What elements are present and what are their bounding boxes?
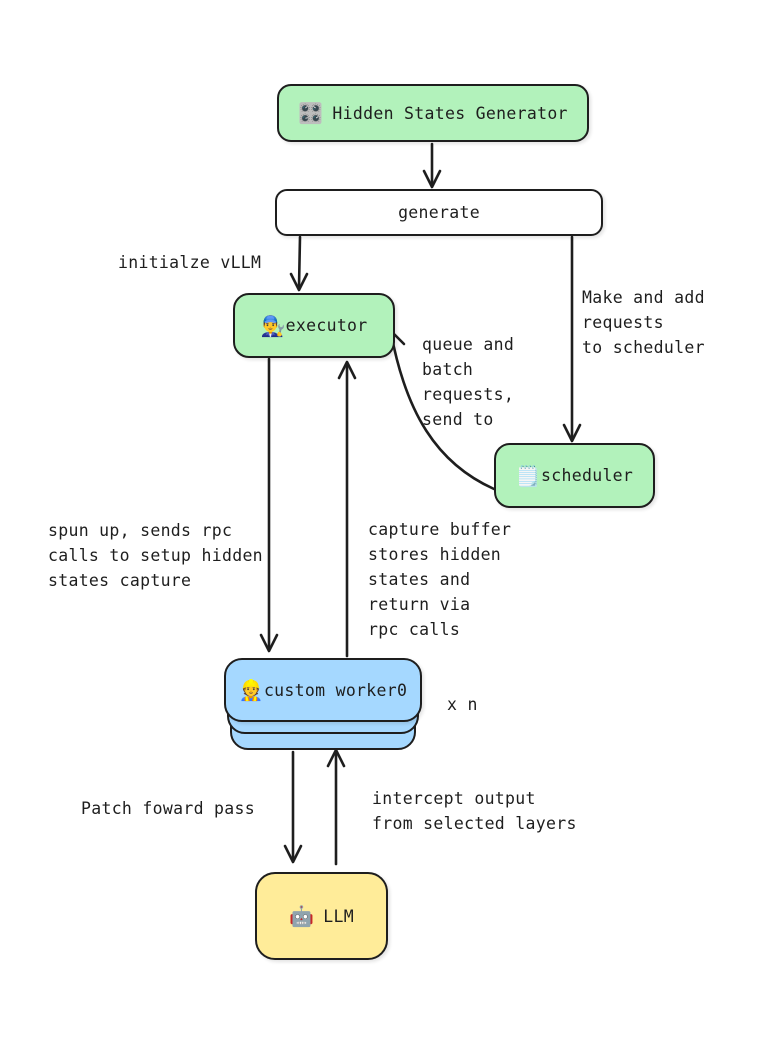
construction-worker-icon: 👷 — [238, 678, 264, 702]
arrow-generator-to-generate — [422, 142, 442, 189]
node-label: generate — [398, 203, 480, 222]
arrow-generate-to-scheduler — [562, 235, 582, 443]
annotation-capture-buffer: capture buffer stores hidden states and … — [368, 520, 512, 639]
mechanic-icon: 👨‍🔧 — [260, 313, 286, 338]
node-executor: 👨‍🔧 executor — [233, 293, 395, 358]
arrow-generate-to-executor — [289, 235, 309, 292]
node-label: LLM — [323, 906, 354, 926]
arrow-worker-to-llm — [283, 750, 303, 864]
arrow-worker-to-executor — [337, 360, 357, 658]
arrow-executor-to-worker — [259, 357, 279, 653]
node-generate: generate — [275, 189, 603, 236]
annotation-initialize-vllm: initialze vLLM — [118, 253, 262, 272]
node-label: custom worker0 — [263, 680, 408, 700]
node-scheduler: 🗒️ scheduler — [494, 443, 655, 508]
notepad-icon: 🗒️ — [515, 463, 542, 488]
arrow-llm-to-worker — [326, 748, 346, 866]
node-label: Hidden States Generator — [332, 103, 568, 123]
annotation-spun-up-rpc: spun up, sends rpc calls to setup hidden… — [48, 521, 263, 590]
node-hidden-states-generator: 🎛️ Hidden States Generator — [277, 84, 589, 142]
node-label: scheduler — [541, 466, 634, 485]
annotation-make-and-add-requests: Make and add requests to scheduler — [582, 288, 705, 357]
worker-multiplier-label: x n — [447, 695, 478, 714]
control-knobs-icon: 🎛️ — [298, 101, 324, 125]
robot-icon: 🤖 — [289, 904, 315, 928]
annotation-queue-and-batch: queue and batch requests, send to — [422, 335, 515, 429]
annotation-patch-forward-pass: Patch foward pass — [81, 799, 255, 818]
node-llm: 🤖 LLM — [255, 872, 388, 960]
node-custom-worker: 👷 custom worker0 — [224, 658, 422, 722]
annotation-intercept-output: intercept output from selected layers — [372, 789, 577, 833]
node-label: executor — [285, 316, 368, 335]
